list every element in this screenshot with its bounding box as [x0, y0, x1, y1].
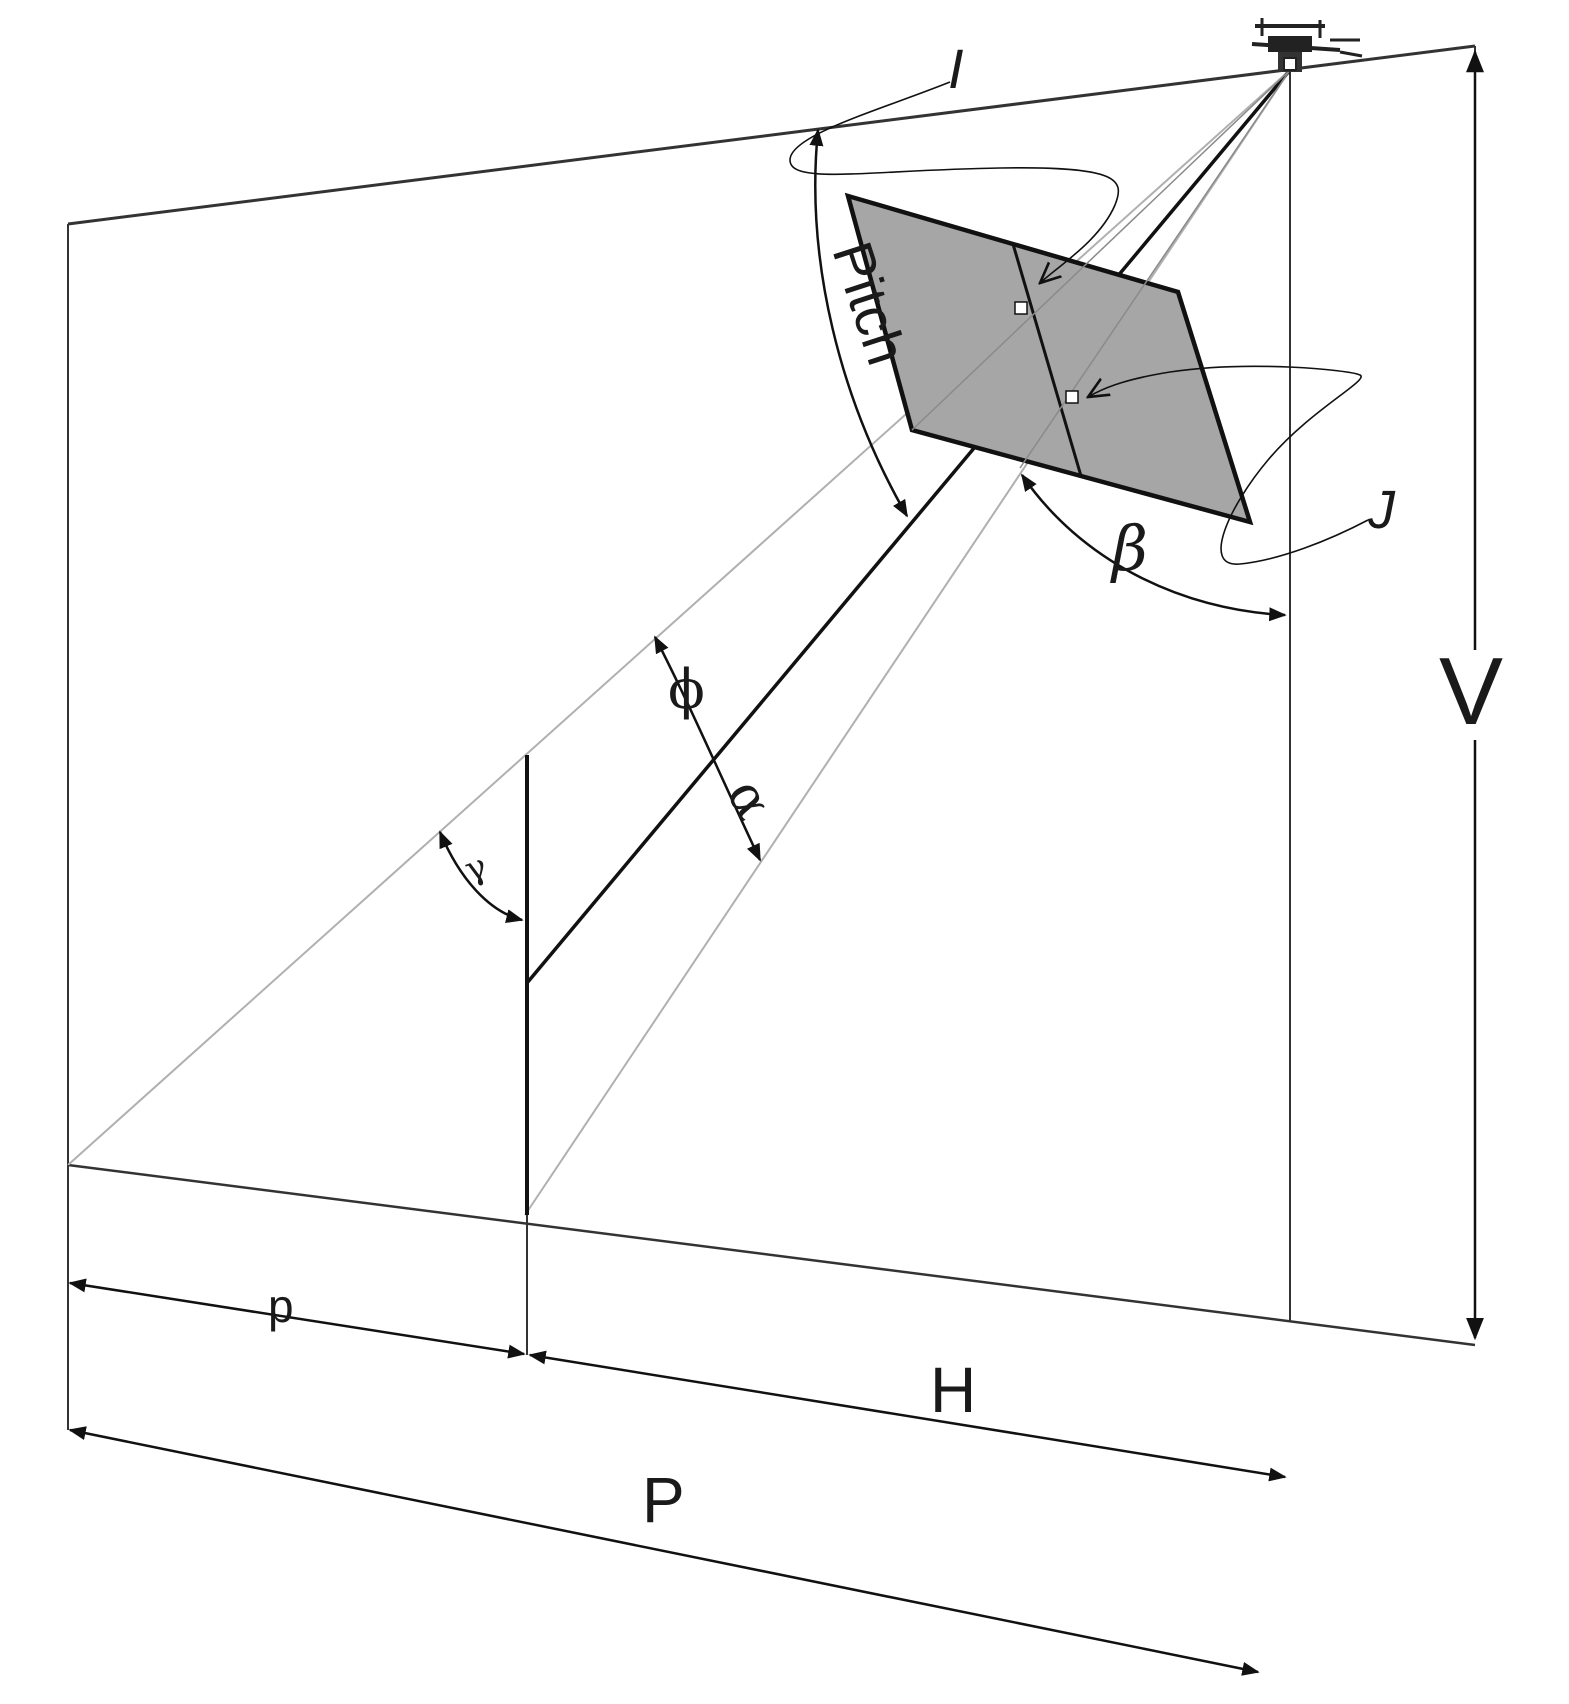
panel-faint-line-1: [911, 69, 1291, 431]
image-panel: [844, 192, 1254, 526]
label-gamma: γ: [459, 846, 492, 891]
sight-line-lower: [524, 69, 1291, 1216]
p-large-dimension-line: [68, 1426, 1260, 1676]
v-label-bg: [1440, 650, 1510, 740]
label-h: H: [930, 1354, 976, 1426]
sight-line-upper: [67, 69, 1291, 1166]
top-edge-line: [67, 44, 1476, 226]
panel-faint-line-2: [1019, 69, 1291, 469]
label-beta: β: [1110, 512, 1148, 585]
label-phi: ϕ: [668, 658, 705, 721]
label-j: J: [1367, 480, 1396, 540]
label-v: V: [1439, 638, 1503, 745]
marker-j: [1065, 390, 1079, 404]
gamma-arc: [438, 830, 524, 923]
label-alpha: α: [715, 770, 784, 829]
beta-arc: [1020, 473, 1287, 622]
drone-icon: [1251, 18, 1363, 72]
label-i: I: [948, 37, 964, 100]
p-small-dimension-line: [68, 1278, 526, 1359]
optical-axis-line: [525, 68, 1292, 985]
h-dimension-line: [528, 1350, 1287, 1482]
pitch-arc: [809, 128, 909, 518]
label-p-large: P: [642, 1464, 685, 1536]
panel-center-line: [1011, 243, 1083, 477]
ground-edge-line: [67, 1163, 1476, 1347]
marker-i: [1014, 301, 1028, 315]
label-p-small: p: [268, 1280, 294, 1332]
phi-alpha-arc: [653, 635, 762, 862]
